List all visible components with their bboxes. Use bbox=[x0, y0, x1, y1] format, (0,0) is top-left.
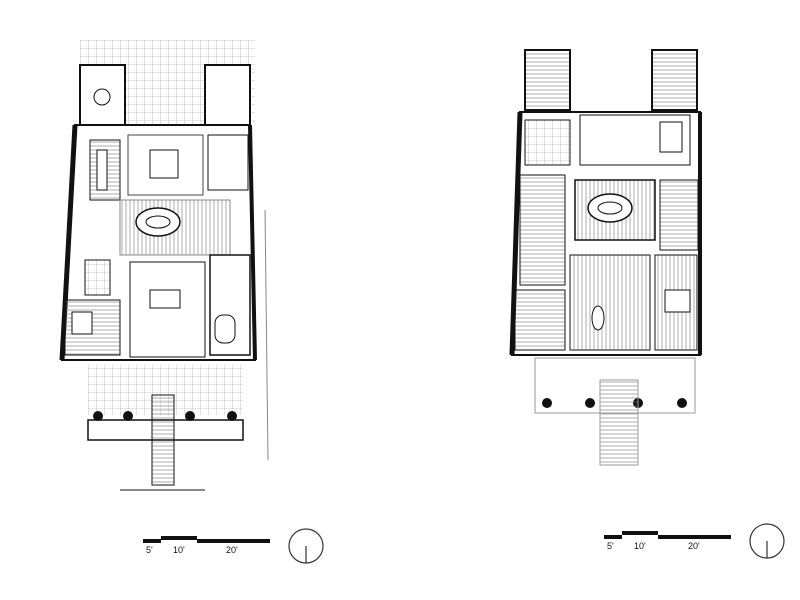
bed bbox=[659, 121, 683, 153]
north-arrow-icon bbox=[288, 528, 324, 564]
roof-terrace-right bbox=[651, 49, 698, 111]
right-floor-plan bbox=[509, 49, 702, 466]
scale-label-10: 10' bbox=[634, 541, 646, 551]
bed bbox=[71, 311, 93, 335]
roof-terrace-left bbox=[524, 49, 571, 111]
left-floor-plan bbox=[59, 40, 269, 491]
closet bbox=[659, 179, 699, 251]
master-bath bbox=[524, 119, 571, 166]
right-scale-bar bbox=[604, 531, 731, 539]
west-wall bbox=[59, 124, 78, 361]
sofa bbox=[149, 289, 181, 309]
column bbox=[542, 398, 552, 408]
east-wall bbox=[248, 124, 257, 361]
scale-label-20: 20' bbox=[688, 541, 700, 551]
bathroom bbox=[84, 259, 111, 296]
scale-label-5: 5' bbox=[146, 545, 153, 555]
scale-label-5: 5' bbox=[607, 541, 614, 551]
west-wall bbox=[509, 111, 523, 356]
sitting-room bbox=[569, 254, 651, 351]
living-room bbox=[129, 261, 206, 358]
column bbox=[185, 411, 195, 421]
master-bedroom bbox=[579, 114, 691, 166]
dining-room bbox=[127, 134, 204, 196]
entry-stair bbox=[151, 394, 175, 486]
left-scale-bar bbox=[143, 536, 270, 543]
study bbox=[207, 134, 249, 191]
dining-pavilion-left bbox=[79, 64, 126, 126]
north-arrow-icon bbox=[749, 523, 785, 559]
dining-pavilion-right bbox=[204, 64, 251, 126]
kitchen-island bbox=[96, 149, 108, 191]
library bbox=[209, 254, 251, 356]
bedroom bbox=[514, 289, 566, 351]
scale-label-10: 10' bbox=[173, 545, 185, 555]
property-line bbox=[264, 209, 269, 461]
column bbox=[585, 398, 595, 408]
column bbox=[93, 411, 103, 421]
bed bbox=[664, 289, 691, 313]
column bbox=[227, 411, 237, 421]
column bbox=[123, 411, 133, 421]
table bbox=[93, 88, 111, 106]
oval-stair-well bbox=[145, 215, 171, 229]
dining-table bbox=[149, 149, 179, 179]
entry-stair-below bbox=[599, 379, 639, 466]
table bbox=[591, 305, 605, 331]
scale-label-20: 20' bbox=[226, 545, 238, 555]
oval-stair-well bbox=[597, 201, 623, 215]
column bbox=[677, 398, 687, 408]
piano bbox=[214, 314, 236, 344]
dressing-room bbox=[519, 174, 566, 286]
